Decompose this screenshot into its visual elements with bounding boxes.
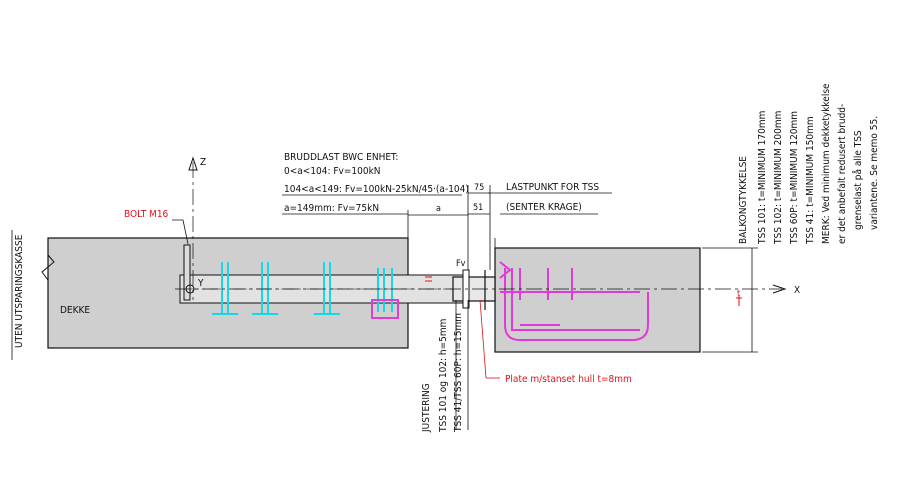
- senter-krage-label: (SENTER KRAGE): [506, 202, 582, 213]
- dimension-lines: [282, 185, 758, 353]
- z-axis-label: Z: [200, 157, 206, 168]
- bruddlast-line-3: a=149mm: Fv=75kN: [284, 203, 379, 214]
- side-label: UTEN UTSPARINGSKASSE: [14, 234, 25, 348]
- balkong-block: BALKONGTYKKELSE TSS 101: t=MINIMUM 170mm…: [738, 83, 880, 245]
- svg-text:JUSTERING: JUSTERING: [421, 383, 432, 433]
- bolt-label: BOLT M16: [124, 209, 169, 220]
- bolt-m16: [183, 244, 191, 301]
- svg-text:MERK: Ved minimum dekketykkels: MERK: Ved minimum dekketykkelse: [821, 83, 832, 244]
- svg-text:TSS 41/TSS 60P: h=15mm: TSS 41/TSS 60P: h=15mm: [453, 313, 464, 433]
- thickness-t-label: t: [737, 289, 740, 299]
- svg-text:TSS 101 og 102: h=5mm: TSS 101 og 102: h=5mm: [438, 319, 449, 433]
- dim-a-label: a: [436, 204, 441, 214]
- justering-block: JUSTERING TSS 101 og 102: h=5mm TSS 41/T…: [421, 313, 464, 433]
- svg-text:er det anbefalt redusert brudd: er det anbefalt redusert brudd-: [837, 104, 848, 244]
- svg-text:TSS 60P: t=MINIMUM 120mm: TSS 60P: t=MINIMUM 120mm: [789, 111, 800, 245]
- bruddlast-line-1: 0<a<104: Fv=100kN: [284, 166, 381, 177]
- svg-text:variantene. Se memo 55.: variantene. Se memo 55.: [869, 116, 880, 230]
- y-axis-label: Y: [197, 278, 204, 289]
- lastpunkt-label: LASTPUNKT FOR TSS: [506, 182, 599, 193]
- dekke-label: DEKKE: [60, 305, 90, 316]
- dim-75-label: 75: [474, 183, 484, 193]
- break-line: [41, 254, 55, 281]
- svg-text:TSS 101: t=MINIMUM 170mm: TSS 101: t=MINIMUM 170mm: [757, 111, 768, 245]
- slab-right: [494, 247, 701, 353]
- x-axis-label: X: [794, 285, 800, 296]
- bruddlast-line-2: 104<a<149: Fv=100kN-25kN/45·(a-104): [284, 184, 469, 195]
- svg-text:grenselast på alle TSS: grenselast på alle TSS: [851, 130, 864, 230]
- svg-text:BALKONGTYKKELSE: BALKONGTYKKELSE: [738, 156, 749, 244]
- fv-label: Fv: [456, 259, 466, 269]
- dim-51-label: 51: [473, 203, 483, 213]
- bruddlast-line-0: BRUDDLAST BWC ENHET:: [284, 152, 398, 163]
- plate-label: Plate m/stanset hull t=8mm: [505, 374, 632, 385]
- svg-text:TSS 41: t=MINIMUM 150mm: TSS 41: t=MINIMUM 150mm: [805, 116, 816, 245]
- leader-lines: [455, 299, 500, 430]
- svg-text:TSS 102: t=MINIMUM 200mm: TSS 102: t=MINIMUM 200mm: [773, 111, 784, 245]
- cyan-reinforcement: [212, 262, 393, 315]
